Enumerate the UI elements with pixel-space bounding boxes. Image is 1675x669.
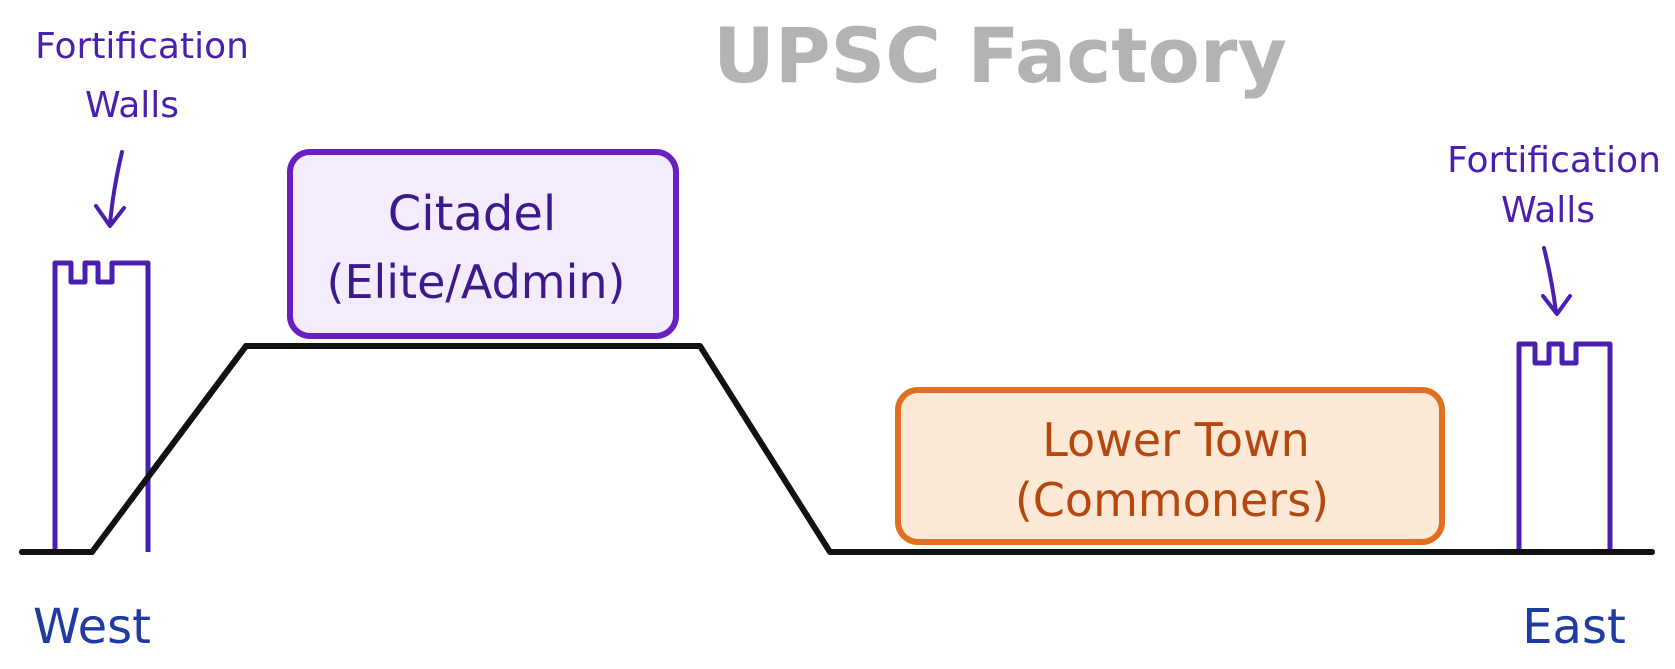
ground-slope-overlap (89, 343, 249, 555)
east-direction-label: East (1522, 599, 1626, 655)
west-wall-arrow-icon (94, 150, 126, 228)
lower-town-title: Lower Town (1042, 413, 1310, 467)
lower-town-subtitle: (Commoners) (1015, 473, 1329, 527)
citadel-subtitle: (Elite/Admin) (327, 255, 626, 309)
west-wall-label-line1: Fortification (35, 26, 249, 67)
west-wall-label-line2: Walls (85, 85, 179, 126)
watermark-title: UPSC Factory (713, 11, 1287, 100)
east-wall-label-line2: Walls (1501, 190, 1595, 231)
west-fortification-tower (52, 260, 151, 552)
citadel-box (287, 149, 679, 339)
west-direction-label: West (33, 599, 151, 655)
east-wall-arrow-icon (1541, 246, 1572, 316)
lower-town-box (895, 387, 1445, 545)
east-wall-label-line1: Fortification (1447, 140, 1661, 181)
citadel-title: Citadel (388, 186, 556, 242)
east-fortification-tower (1516, 341, 1613, 552)
